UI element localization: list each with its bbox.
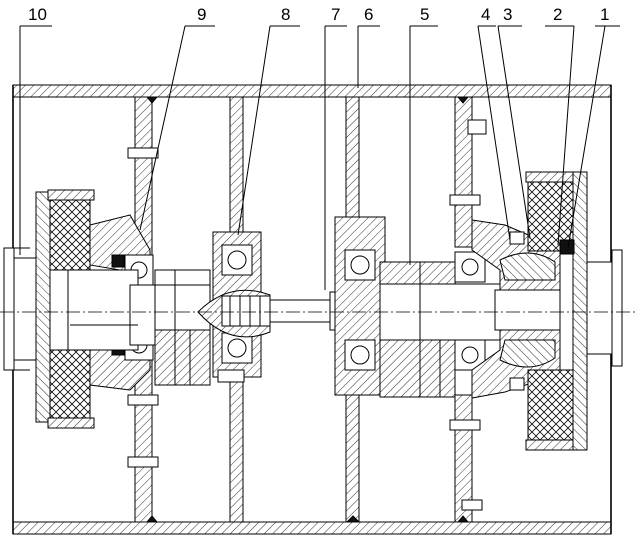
left-shaft: [67, 269, 211, 386]
support-plate-2: [229, 96, 244, 523]
callout-labels: 10 9 8 7 6 5 4 3 2 1: [28, 5, 609, 24]
housing-frame: [12, 84, 612, 535]
callout-4: 4: [481, 5, 490, 24]
callout-6: 6: [364, 5, 373, 24]
callout-8: 8: [281, 5, 290, 24]
callout-5: 5: [420, 5, 429, 24]
left-coupling-disc: [35, 189, 95, 429]
right-middle-bearing: [334, 216, 386, 396]
right-bearing-housing: [471, 219, 561, 399]
support-plate-3: [345, 96, 361, 523]
callout-9: 9: [197, 5, 206, 24]
callout-2: 2: [553, 5, 562, 24]
callout-7: 7: [331, 5, 340, 24]
plate-bolts: [127, 119, 487, 511]
callout-leaders: [19, 25, 620, 290]
callout-1: 1: [600, 5, 609, 24]
right-coupling-disc: [525, 171, 588, 451]
left-shaft-end: [3, 247, 39, 371]
callout-10: 10: [28, 5, 47, 24]
callout-3: 3: [503, 5, 512, 24]
right-shaft-end: [586, 249, 623, 367]
